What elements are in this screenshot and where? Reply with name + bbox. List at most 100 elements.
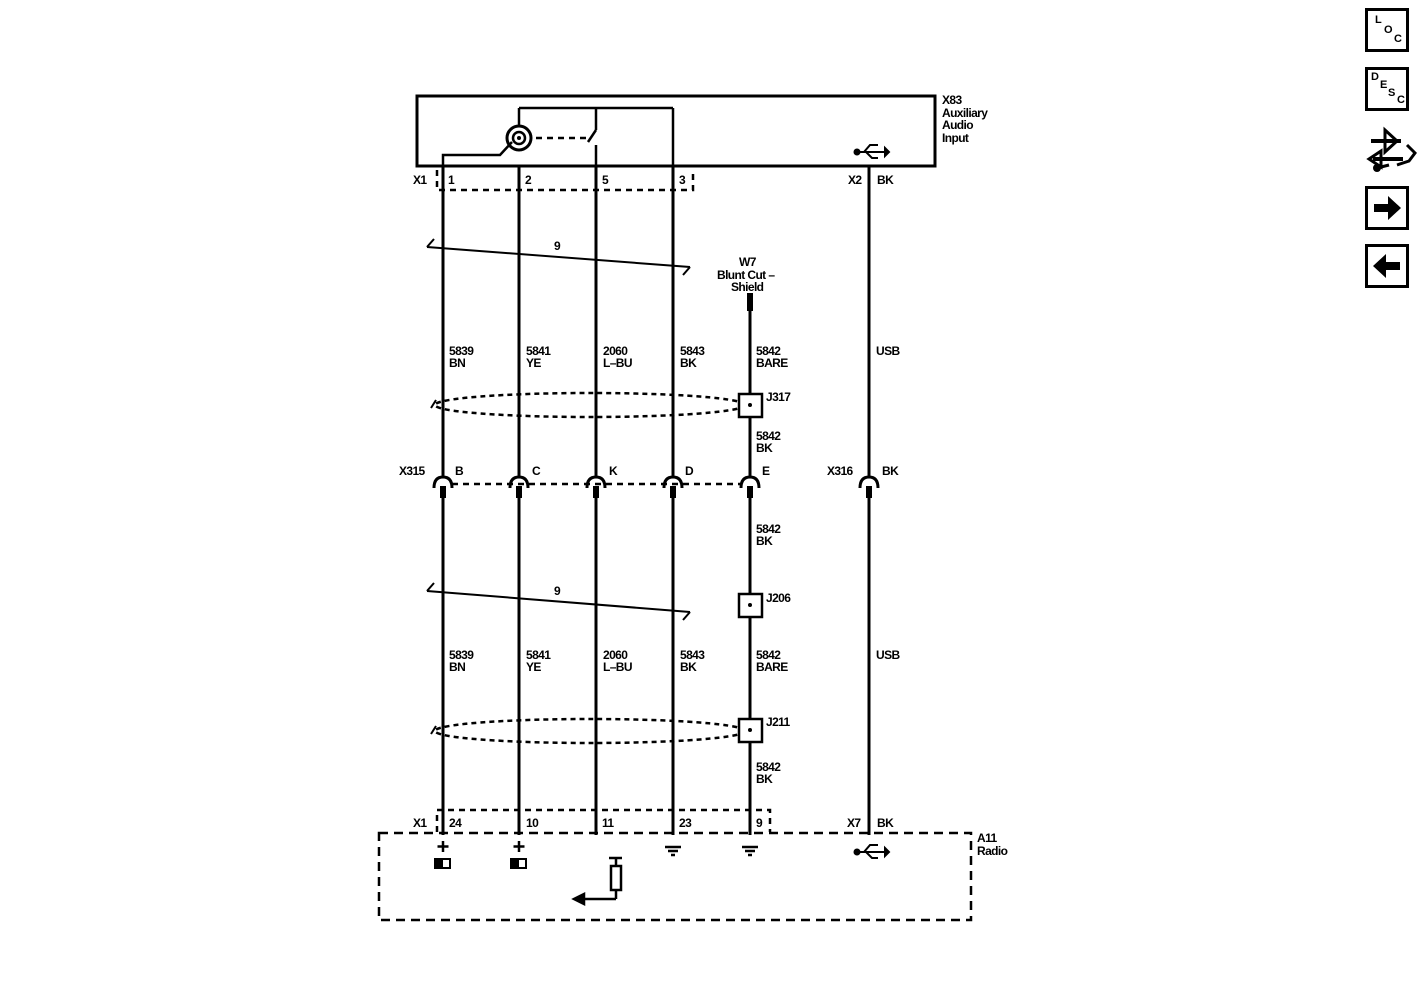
splice-j206-label: J206: [766, 591, 791, 605]
top-pin-2: 2: [525, 173, 532, 187]
usb-label-lower: USB: [876, 648, 900, 662]
arrow-left-icon: [1373, 254, 1400, 278]
shield-seg3-circuit: 5842: [756, 760, 781, 774]
ground-icon-2: [742, 845, 758, 857]
x315-connector-terminals: [432, 475, 761, 489]
splice-j317-dot: [748, 403, 752, 407]
lower-wire-labels: 5839 BN 5841 YE 2060 L–BU 5843 BK 5842 B…: [449, 648, 901, 674]
wire-5839-upper-color: BN: [449, 356, 465, 370]
wire-5841-upper-color: YE: [526, 356, 541, 370]
x83-auxiliary-audio-input-box: [415, 94, 937, 168]
splice-j211-dot: [748, 728, 752, 732]
x83-internal-wiring: [441, 106, 675, 166]
shield-lower-tick: [430, 725, 437, 735]
a11-radio-box: [377, 831, 973, 922]
x83-name-2: Audio: [942, 118, 973, 132]
loc-letter-o: O: [1384, 24, 1393, 36]
wire-5842-upper-circuit: 5842: [756, 344, 781, 358]
x315-pin-d: D: [685, 464, 694, 478]
x7-bottom-color: BK: [877, 816, 894, 830]
wire-5842-lower-color: BARE: [756, 660, 788, 674]
usb-icon-bottom: [853, 844, 891, 859]
twist-marker-upper: [426, 238, 691, 276]
wire-5839-lower-circuit: 5839: [449, 648, 474, 662]
shield-ellipse-upper: [433, 391, 747, 419]
arrow-right-icon: [1374, 196, 1401, 220]
w7-name-1: Blunt Cut –: [717, 268, 775, 282]
wire-5843-upper-circuit: 5843: [680, 344, 705, 358]
wire-2060-lower-color: L–BU: [603, 660, 632, 674]
detect-resistor-icon: [571, 856, 623, 907]
battery-icon-1: [434, 858, 451, 869]
splice-j211-label: J211: [766, 715, 791, 729]
x2-top-color: BK: [877, 173, 894, 187]
connector-view-button[interactable]: [1365, 125, 1417, 172]
audio-jack-icon: [505, 124, 533, 152]
location-button[interactable]: L O C: [1365, 8, 1409, 52]
shield-seg3-color: BK: [756, 772, 773, 786]
x315-pin-b: B: [455, 464, 464, 478]
wire-5842-upper-color: BARE: [756, 356, 788, 370]
twist-marker-lower: [426, 582, 691, 621]
loc-letter-c: C: [1394, 33, 1402, 45]
previous-button[interactable]: [1365, 244, 1409, 288]
x316-label: X316: [827, 464, 854, 478]
description-button[interactable]: D E S C: [1365, 67, 1409, 111]
wires: [441, 166, 871, 835]
usb-label-upper: USB: [876, 344, 900, 358]
loc-letter-l: L: [1375, 14, 1382, 26]
wire-5841-lower-color: YE: [526, 660, 541, 674]
shield-upper-tick: [430, 399, 437, 409]
x315-pin-k: K: [609, 464, 618, 478]
x83-id: X83: [942, 93, 962, 107]
x83-name-1: Auxiliary: [942, 106, 988, 120]
x1-bottom-label: X1: [413, 816, 427, 830]
twist-count-lower: 9: [554, 584, 561, 598]
bottom-pin-24: 24: [449, 816, 462, 830]
desc-letter-s: S: [1388, 87, 1396, 99]
a11-name: Radio: [977, 844, 1008, 858]
next-button[interactable]: [1365, 186, 1409, 230]
ground-icon-1: [665, 845, 681, 857]
wire-5843-lower-circuit: 5843: [680, 648, 705, 662]
x315-pin-e: E: [762, 464, 770, 478]
splice-j317-label: J317: [766, 390, 791, 404]
wire-5842-lower-circuit: 5842: [756, 648, 781, 662]
x316-pin-stub: [866, 486, 872, 498]
wire-5843-upper-color: BK: [680, 356, 697, 370]
desc-letter-c: C: [1397, 94, 1405, 106]
wire-2060-upper-circuit: 2060: [603, 344, 628, 358]
x2-top-label: X2: [848, 173, 862, 187]
shield-seg2-circuit: 5842: [756, 522, 781, 536]
connector-arrows-icon: [1366, 126, 1417, 172]
wire-5839-lower-color: BN: [449, 660, 465, 674]
bottom-pin-23: 23: [679, 816, 692, 830]
usb-icon-top: [853, 144, 891, 159]
top-pin-5: 5: [602, 173, 609, 187]
x1-bottom-connector-outline: [435, 808, 772, 832]
w7-blunt-cut-end: [747, 293, 753, 311]
x315-pin-c: C: [532, 464, 541, 478]
splice-j206-dot: [748, 603, 752, 607]
upper-wire-labels: 5839 BN 5841 YE 2060 L–BU 5843 BK 5842 B…: [449, 344, 901, 370]
wire-5843-lower-color: BK: [680, 660, 697, 674]
shield-seg1-circuit: 5842: [756, 429, 781, 443]
x315-label: X315: [399, 464, 426, 478]
shield-ellipse-lower: [433, 717, 747, 745]
w7-name-2: Shield: [731, 280, 764, 294]
top-pin-1: 1: [448, 173, 455, 187]
wire-2060-lower-circuit: 2060: [603, 648, 628, 662]
shield-seg1-color: BK: [756, 441, 773, 455]
a11-id: A11: [977, 831, 997, 845]
w7-id: W7: [739, 255, 757, 269]
x1-top-label: X1: [413, 173, 427, 187]
x316-terminal: [858, 475, 880, 489]
wire-5841-lower-circuit: 5841: [526, 648, 551, 662]
desc-letter-d: D: [1371, 71, 1379, 83]
battery-icon-2: [510, 858, 527, 869]
wire-5841-upper-circuit: 5841: [526, 344, 551, 358]
wire-5839-upper-circuit: 5839: [449, 344, 474, 358]
shield-seg2-color: BK: [756, 534, 773, 548]
wire-2060-upper-color: L–BU: [603, 356, 632, 370]
